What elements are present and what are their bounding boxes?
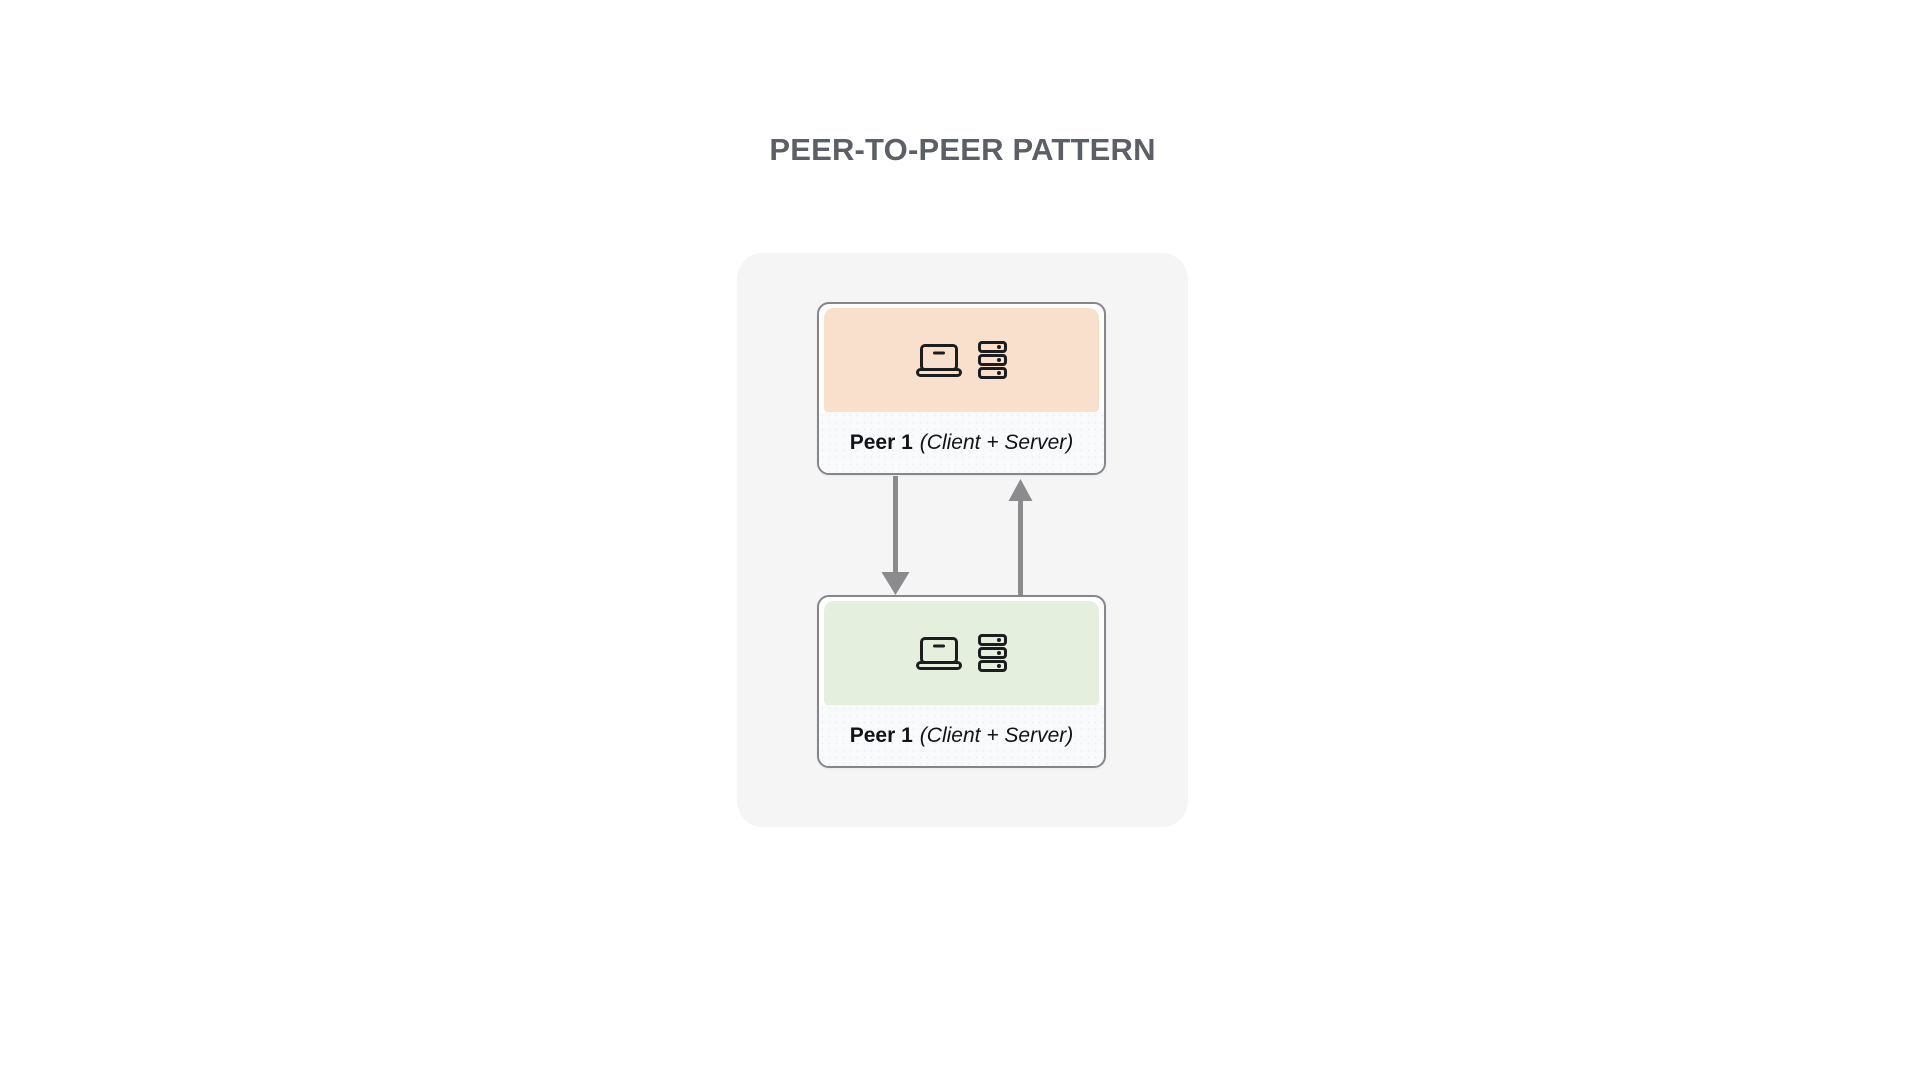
peer-name: Peer 1 xyxy=(849,723,913,747)
laptop-icon xyxy=(916,636,962,670)
peer-role: (Client + Server) xyxy=(919,723,1074,747)
node-peer-bottom-label: Peer 1 (Client + Server) xyxy=(819,705,1104,766)
server-icon xyxy=(978,341,1007,379)
node-peer-top-label: Peer 1 (Client + Server) xyxy=(819,412,1104,473)
server-icon xyxy=(978,634,1007,672)
edge-arrow-down xyxy=(881,476,910,595)
peer-role: (Client + Server) xyxy=(919,430,1074,454)
diagram-title: PEER-TO-PEER PATTERN xyxy=(769,132,1156,167)
peer-name: Peer 1 xyxy=(849,430,913,454)
edge-arrow-up xyxy=(1008,479,1033,595)
node-peer-bottom: Peer 1 (Client + Server) xyxy=(817,595,1106,768)
node-peer-top: Peer 1 (Client + Server) xyxy=(817,302,1106,475)
diagram-panel: Peer 1 (Client + Server) xyxy=(737,253,1188,827)
laptop-icon xyxy=(916,343,962,377)
node-peer-top-header xyxy=(824,308,1099,412)
node-peer-bottom-header xyxy=(824,601,1099,705)
